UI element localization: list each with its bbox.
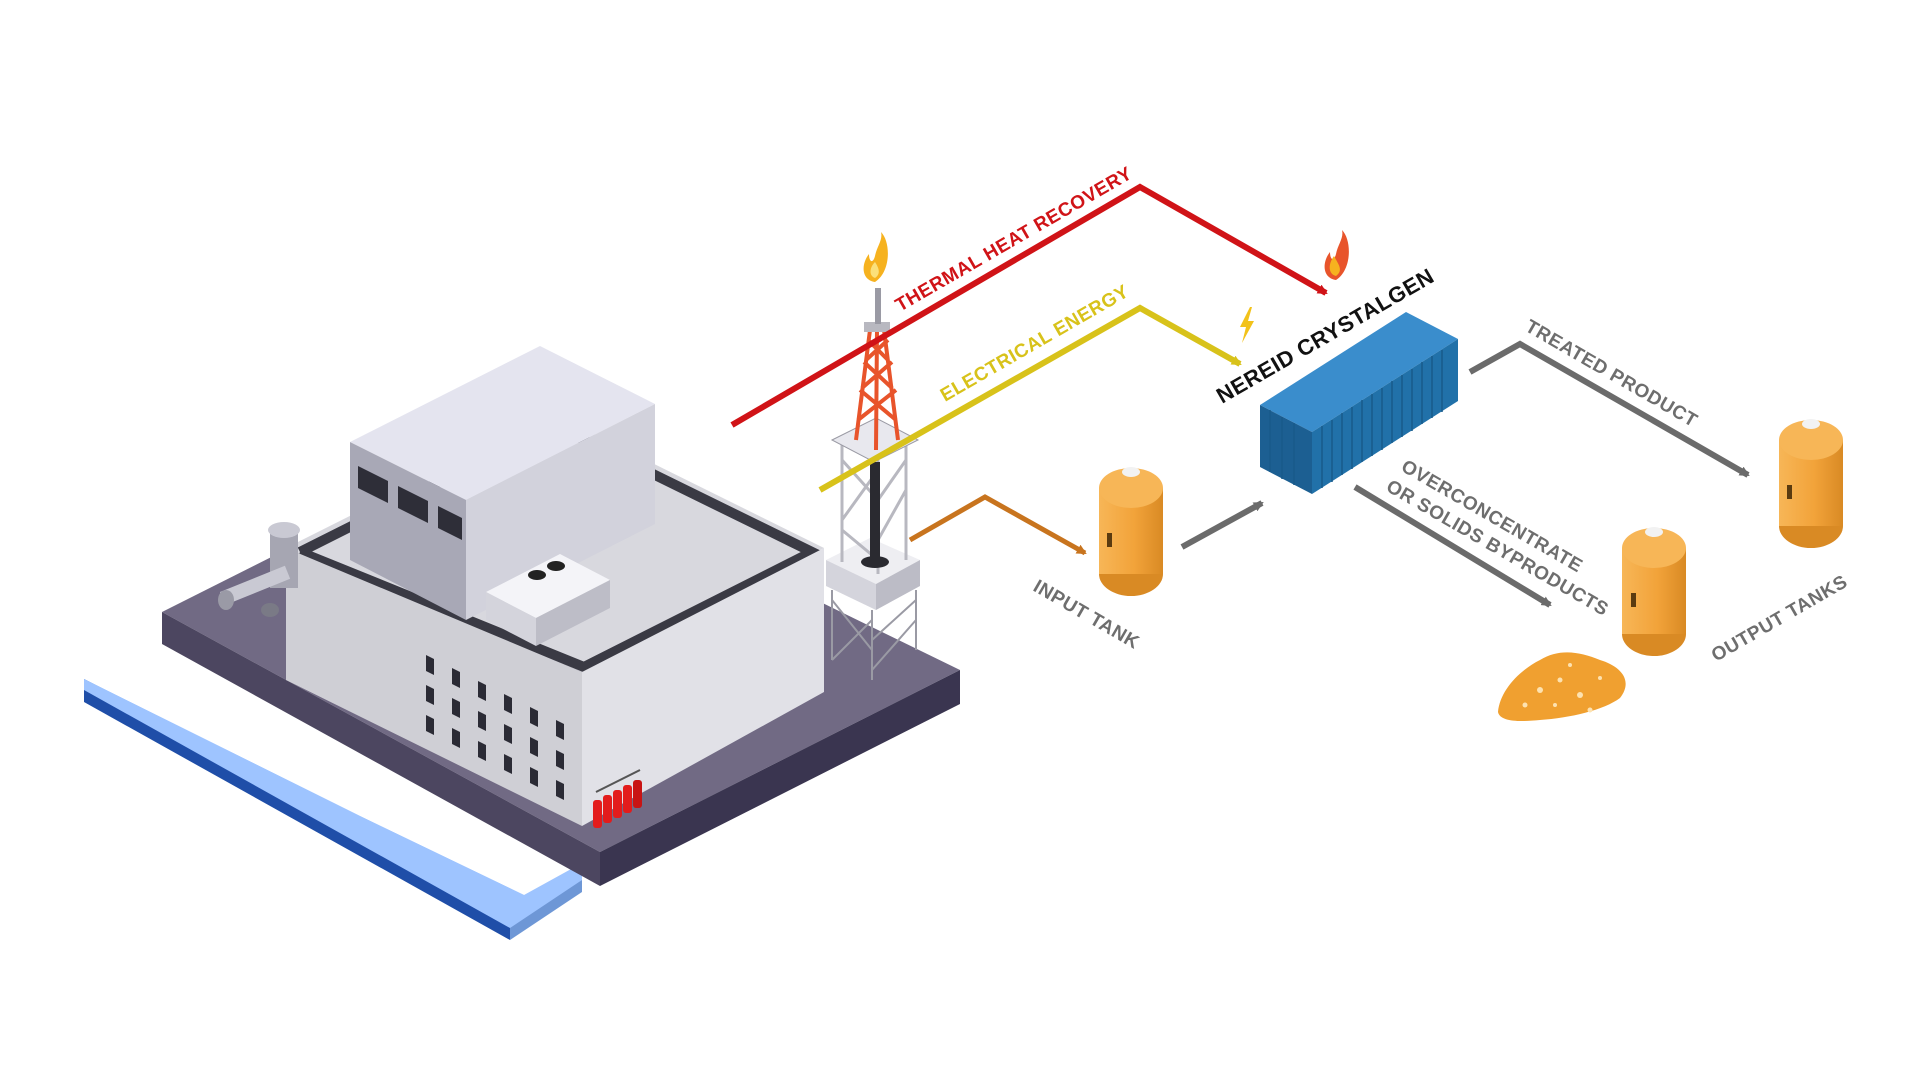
water-strip — [84, 679, 582, 940]
tank-to-unit-line — [1180, 500, 1264, 550]
solids-pile — [1498, 652, 1626, 722]
building-window — [504, 724, 512, 744]
byproducts-label-line2: OR SOLIDS BYPRODUCTS — [1383, 476, 1612, 621]
output-tanks-label: OUTPUT TANKS — [1708, 571, 1851, 666]
electrical-energy-line — [818, 304, 1242, 493]
building-window — [556, 780, 564, 800]
lightning-bolt-icon — [1240, 307, 1254, 343]
building-window — [452, 698, 460, 718]
building-window — [426, 655, 434, 675]
building-window — [530, 737, 538, 757]
drilling-derrick — [826, 288, 920, 680]
treated-product-label: TREATED PRODUCT — [1522, 316, 1701, 432]
side-pipes — [218, 522, 300, 617]
byproduct-tank — [1622, 527, 1686, 656]
electrical-energy-label: ELECTRICAL ENERGY — [937, 281, 1133, 406]
rooftop-ac-unit — [486, 554, 610, 646]
building-window — [478, 711, 486, 731]
building-window — [504, 754, 512, 774]
flame-icon — [1324, 230, 1349, 280]
building-window — [452, 728, 460, 748]
input-tank — [1099, 467, 1163, 596]
building-window — [478, 681, 486, 701]
building-window — [530, 767, 538, 787]
building-windows — [426, 655, 564, 800]
flame-icon — [863, 232, 888, 282]
building-window — [556, 720, 564, 740]
nereid-crystalgen-container — [1260, 312, 1458, 494]
building-window — [426, 715, 434, 735]
building-window — [452, 668, 460, 688]
building-window — [478, 741, 486, 761]
byproducts-line — [1353, 484, 1552, 608]
building-window — [530, 707, 538, 727]
building-window — [556, 750, 564, 770]
feed-line — [908, 494, 1087, 556]
upper-building — [350, 346, 655, 620]
building-window — [504, 694, 512, 714]
treated-product-line — [1468, 340, 1750, 478]
thermal-heat-line — [730, 183, 1328, 428]
industrial-plant — [84, 288, 960, 940]
output-tank — [1779, 419, 1843, 548]
building-window — [426, 685, 434, 705]
red-gas-cylinders — [593, 769, 642, 828]
